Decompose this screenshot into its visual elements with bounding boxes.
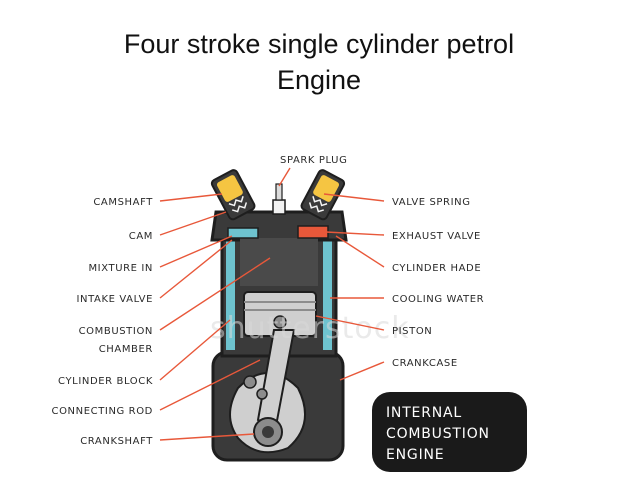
intake-valve-shape <box>227 227 259 239</box>
cooling-water-right <box>323 240 332 350</box>
spark-plug-icon <box>272 183 286 215</box>
leader-cylinder-block <box>159 319 231 381</box>
label-combustion-chamber-2: Chamber <box>99 344 153 355</box>
left-labels: Spark plug Camshaft Cam Mixture in Intak… <box>51 155 347 447</box>
combustion-chamber-shape <box>240 238 318 286</box>
label-crankshaft: Crankshaft <box>80 436 153 447</box>
label-piston: Piston <box>392 326 432 337</box>
leader-piston <box>315 315 385 331</box>
label-valve-spring: Valve spring <box>392 197 471 208</box>
leader-connecting-rod <box>159 359 261 411</box>
leader-cylinder-head <box>335 235 385 268</box>
label-exhaust-valve: Exhaust valve <box>392 231 481 242</box>
label-crankcase: Crankcase <box>392 358 458 369</box>
label-cylinder-head: Cylinder hade <box>392 263 481 274</box>
label-cam: Cam <box>129 231 153 242</box>
label-camshaft: Camshaft <box>93 197 153 208</box>
leader-cam <box>159 211 227 236</box>
leader-crankcase <box>339 361 385 381</box>
leader-mixture-in <box>159 235 233 268</box>
badge-line-2: Combustion <box>386 426 490 442</box>
leader-camshaft <box>159 193 223 202</box>
right-labels: Valve spring Exhaust valve Cylinder hade… <box>392 197 484 369</box>
title-line-1: Four stroke single cylinder petrol <box>123 29 515 59</box>
engine-body <box>210 169 348 462</box>
label-intake-valve: Intake valve <box>76 294 153 305</box>
label-mixture-in: Mixture in <box>88 263 153 274</box>
left-valve-assembly <box>210 169 256 221</box>
cooling-water-left <box>226 240 235 350</box>
leader-valve-spring <box>323 193 385 202</box>
leader-lines <box>159 167 385 441</box>
exhaust-valve-shape <box>297 225 329 239</box>
label-cylinder-block: Cylinder block <box>58 376 153 387</box>
internal-combustion-badge: Internal Combustion Engine <box>372 392 527 472</box>
leader-spark-plug <box>278 167 291 187</box>
label-spark-plug: Spark plug <box>280 155 347 166</box>
leader-crankshaft <box>159 433 255 441</box>
leader-exhaust-valve <box>325 231 385 236</box>
label-connecting-rod: Connecting rod <box>51 406 153 417</box>
slide-title: Four stroke single cylinder petrol Engin… <box>0 26 638 98</box>
title-line-2: Engine <box>276 65 362 95</box>
badge-line-1: Internal <box>386 405 462 421</box>
label-cooling-water: Cooling water <box>392 294 484 305</box>
badge-line-3: Engine <box>386 447 444 463</box>
leader-combustion-chamber <box>159 257 271 331</box>
label-combustion-chamber-1: Combustion <box>79 326 153 337</box>
leader-intake-valve <box>159 239 233 299</box>
